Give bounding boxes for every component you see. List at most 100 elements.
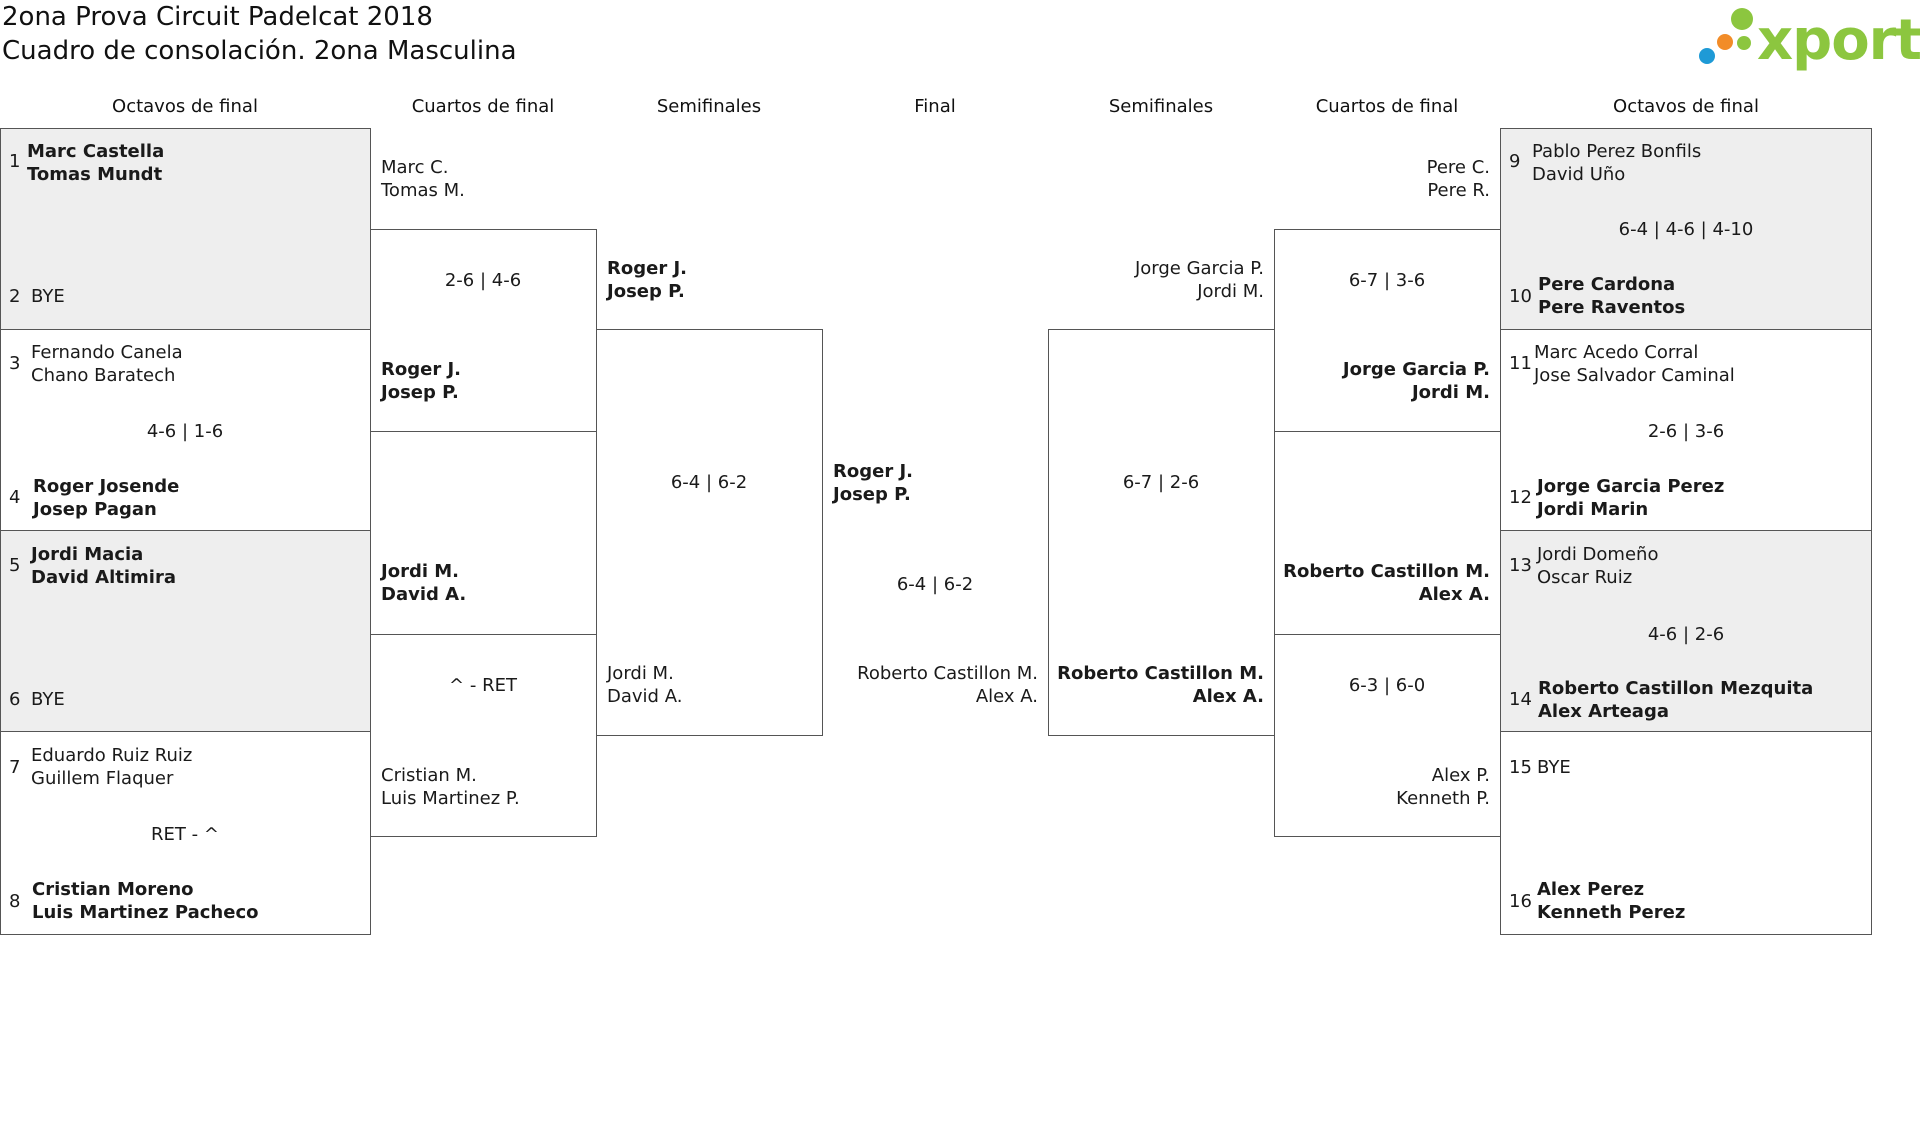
team-player: Jordi Domeño bbox=[1537, 544, 1659, 565]
cuartos-right-match-2 bbox=[1274, 634, 1501, 837]
team-player: Pere C. bbox=[1426, 157, 1490, 178]
team-player: Pere R. bbox=[1427, 180, 1490, 201]
header-octavos-left: Octavos de final bbox=[112, 96, 258, 117]
match-score: 2-6 | 4-6 bbox=[444, 270, 522, 291]
seed-number: 14 bbox=[1509, 689, 1532, 710]
team-player: Luis Martinez P. bbox=[381, 788, 520, 809]
match-score: 6-7 | 3-6 bbox=[1348, 270, 1426, 291]
team-player: Roberto Castillon Mezquita bbox=[1538, 678, 1814, 699]
team-player: Josep Pagan bbox=[33, 499, 157, 520]
team-player: BYE bbox=[31, 689, 65, 710]
team-player: David A. bbox=[607, 686, 683, 707]
octavos-right-match-1 bbox=[1500, 128, 1872, 331]
header-cuartos-right: Cuartos de final bbox=[1315, 96, 1459, 117]
logo-dot-green bbox=[1731, 8, 1753, 30]
team-player: Jose Salvador Caminal bbox=[1534, 365, 1735, 386]
team-player: Kenneth P. bbox=[1396, 788, 1490, 809]
team-player: Roger Josende bbox=[33, 476, 180, 497]
team-player: Guillem Flaquer bbox=[31, 768, 174, 789]
seed-number: 3 bbox=[9, 353, 21, 374]
team-player: Fernando Canela bbox=[31, 342, 183, 363]
cuartos-right-match-1 bbox=[1274, 229, 1501, 432]
seed-number: 7 bbox=[9, 757, 21, 778]
seed-number: 16 bbox=[1509, 891, 1532, 912]
header-octavos-right: Octavos de final bbox=[1613, 96, 1759, 117]
team-player: David Altimira bbox=[31, 567, 176, 588]
team-player: Josep P. bbox=[607, 281, 685, 302]
header-final: Final bbox=[914, 96, 956, 117]
team-player: Jordi Macia bbox=[31, 544, 144, 565]
team-player: Jorge Garcia Perez bbox=[1537, 476, 1725, 497]
team-player: Jordi M. bbox=[381, 561, 460, 582]
team-player: Marc Acedo Corral bbox=[1534, 342, 1699, 363]
team-player: Jordi M. bbox=[607, 663, 674, 684]
final-score: 6-4 | 6-2 bbox=[896, 574, 974, 595]
seed-number: 8 bbox=[9, 891, 21, 912]
draw-subtitle: Cuadro de consolación. 2ona Masculina bbox=[2, 36, 517, 66]
team-player: Kenneth Perez bbox=[1537, 902, 1686, 923]
semis-left-match bbox=[596, 329, 823, 736]
team-player: Roger J. bbox=[607, 258, 687, 279]
seed-number: 9 bbox=[1509, 151, 1521, 172]
match-score: 4-6 | 1-6 bbox=[146, 421, 224, 442]
team-player: Alex Perez bbox=[1537, 879, 1645, 900]
team-player: Chano Baratech bbox=[31, 365, 176, 386]
xporty-logo[interactable]: xporty bbox=[1695, 4, 1920, 74]
header-semis-left: Semifinales bbox=[656, 96, 762, 117]
team-player: Pablo Perez Bonfils bbox=[1532, 141, 1702, 162]
seed-number: 5 bbox=[9, 555, 21, 576]
team-player: Alex A. bbox=[1192, 686, 1264, 707]
team-player: Alex A. bbox=[975, 686, 1038, 707]
header-semis-right: Semifinales bbox=[1108, 96, 1214, 117]
team-player: Marc Castella bbox=[27, 141, 165, 162]
octavos-right-match-3 bbox=[1500, 530, 1872, 733]
seed-number: 12 bbox=[1509, 487, 1532, 508]
team-player: Luis Martinez Pacheco bbox=[32, 902, 259, 923]
seed-number: 11 bbox=[1509, 353, 1532, 374]
octavos-left-match-2 bbox=[0, 329, 371, 532]
semis-right-match bbox=[1048, 329, 1275, 736]
match-score: 4-6 | 2-6 bbox=[1647, 624, 1725, 645]
match-score: 2-6 | 3-6 bbox=[1647, 421, 1725, 442]
team-player: David Uño bbox=[1532, 164, 1626, 185]
team-player: Josep P. bbox=[381, 382, 459, 403]
seed-number: 13 bbox=[1509, 555, 1532, 576]
team-player: Alex Arteaga bbox=[1538, 701, 1669, 722]
header-cuartos-left: Cuartos de final bbox=[411, 96, 555, 117]
team-player: Eduardo Ruiz Ruiz bbox=[31, 745, 193, 766]
match-score: 6-7 | 2-6 bbox=[1122, 472, 1200, 493]
octavos-right-match-4 bbox=[1500, 731, 1872, 935]
logo-dot-blue bbox=[1699, 48, 1715, 64]
seed-number: 2 bbox=[9, 286, 21, 307]
team-player: Tomas Mundt bbox=[27, 164, 163, 185]
logo-dot-green-small bbox=[1737, 36, 1751, 50]
team-player: Roberto Castillon M. bbox=[1283, 561, 1490, 582]
match-score: ^ - RET bbox=[449, 675, 517, 696]
team-player: Roberto Castillon M. bbox=[857, 663, 1038, 684]
team-player: David A. bbox=[381, 584, 467, 605]
cuartos-left-match-1 bbox=[370, 229, 597, 432]
logo-wordmark: xporty bbox=[1757, 8, 1920, 73]
team-player: Jordi Marin bbox=[1537, 499, 1649, 520]
tournament-title: 2ona Prova Circuit Padelcat 2018 bbox=[2, 2, 433, 32]
team-player: Alex A. bbox=[1418, 584, 1490, 605]
team-player: Pere Raventos bbox=[1538, 297, 1686, 318]
logo-dot-orange bbox=[1717, 34, 1733, 50]
seed-number: 4 bbox=[9, 487, 21, 508]
team-player: Roberto Castillon M. bbox=[1057, 663, 1264, 684]
match-score: 6-3 | 6-0 bbox=[1348, 675, 1426, 696]
team-player: Marc C. bbox=[381, 157, 449, 178]
team-player: Pere Cardona bbox=[1538, 274, 1676, 295]
team-player: BYE bbox=[31, 286, 65, 307]
seed-number: 15 bbox=[1509, 757, 1532, 778]
team-player: Roger J. bbox=[833, 461, 913, 482]
octavos-left-match-4 bbox=[0, 731, 371, 935]
octavos-right-match-2 bbox=[1500, 329, 1872, 532]
team-player: Jordi M. bbox=[1197, 281, 1264, 302]
team-player: Alex P. bbox=[1431, 765, 1490, 786]
team-player: Oscar Ruiz bbox=[1537, 567, 1633, 588]
seed-number: 6 bbox=[9, 689, 21, 710]
seed-number: 10 bbox=[1509, 286, 1532, 307]
match-score: RET - ^ bbox=[151, 824, 219, 845]
team-player: Jorge Garcia P. bbox=[1342, 359, 1490, 380]
